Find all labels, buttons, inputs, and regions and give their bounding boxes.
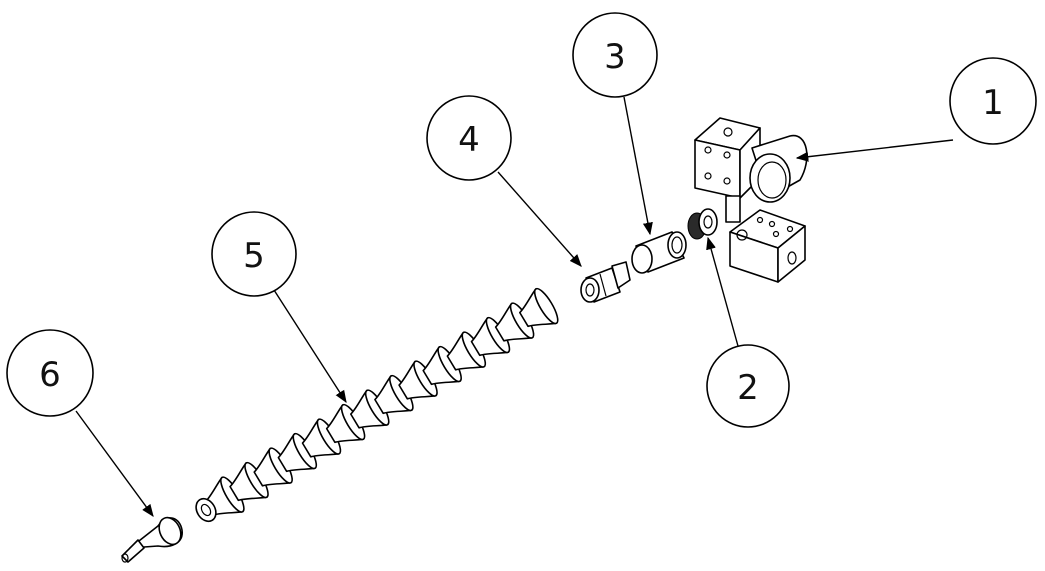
part-4-hex-connector: [580, 261, 631, 303]
part-2-fitting: [687, 208, 718, 240]
callout-2: 2: [706, 344, 790, 428]
hose-segment: [277, 432, 318, 473]
hose-segment: [350, 389, 390, 429]
part-5-segmented-hose: [195, 287, 559, 523]
hose-segment: [422, 345, 462, 386]
callout-5: 5: [211, 211, 297, 297]
callout-3-label: 3: [604, 37, 626, 77]
hose-segment: [229, 461, 269, 502]
callout-2-label: 2: [737, 368, 759, 408]
hose-segment: [253, 447, 293, 487]
hose-segment: [301, 418, 342, 458]
hose-end-hole: [200, 503, 212, 517]
leader-5: [273, 289, 347, 404]
part-6-nozzle: [121, 516, 183, 563]
part-1-mounting-block: [694, 117, 808, 283]
hose-segment: [325, 403, 366, 444]
callout-4: 4: [426, 95, 512, 181]
part-3-sleeve: [631, 231, 687, 274]
callout-6: 6: [6, 329, 94, 417]
hose-segment: [205, 476, 245, 516]
leader-6: [75, 410, 154, 518]
callout-4-label: 4: [458, 120, 480, 160]
callout-1-label: 1: [982, 83, 1004, 123]
hose-segment: [446, 331, 487, 371]
leader-3: [623, 96, 653, 236]
leader-1: [795, 139, 954, 162]
callout-5-label: 5: [243, 236, 265, 276]
leader-4: [497, 171, 582, 267]
callout-1: 1: [949, 57, 1037, 145]
callout-3: 3: [572, 12, 658, 98]
callout-6-label: 6: [39, 355, 61, 395]
leader-2: [706, 236, 739, 347]
hose-end: [195, 497, 217, 523]
